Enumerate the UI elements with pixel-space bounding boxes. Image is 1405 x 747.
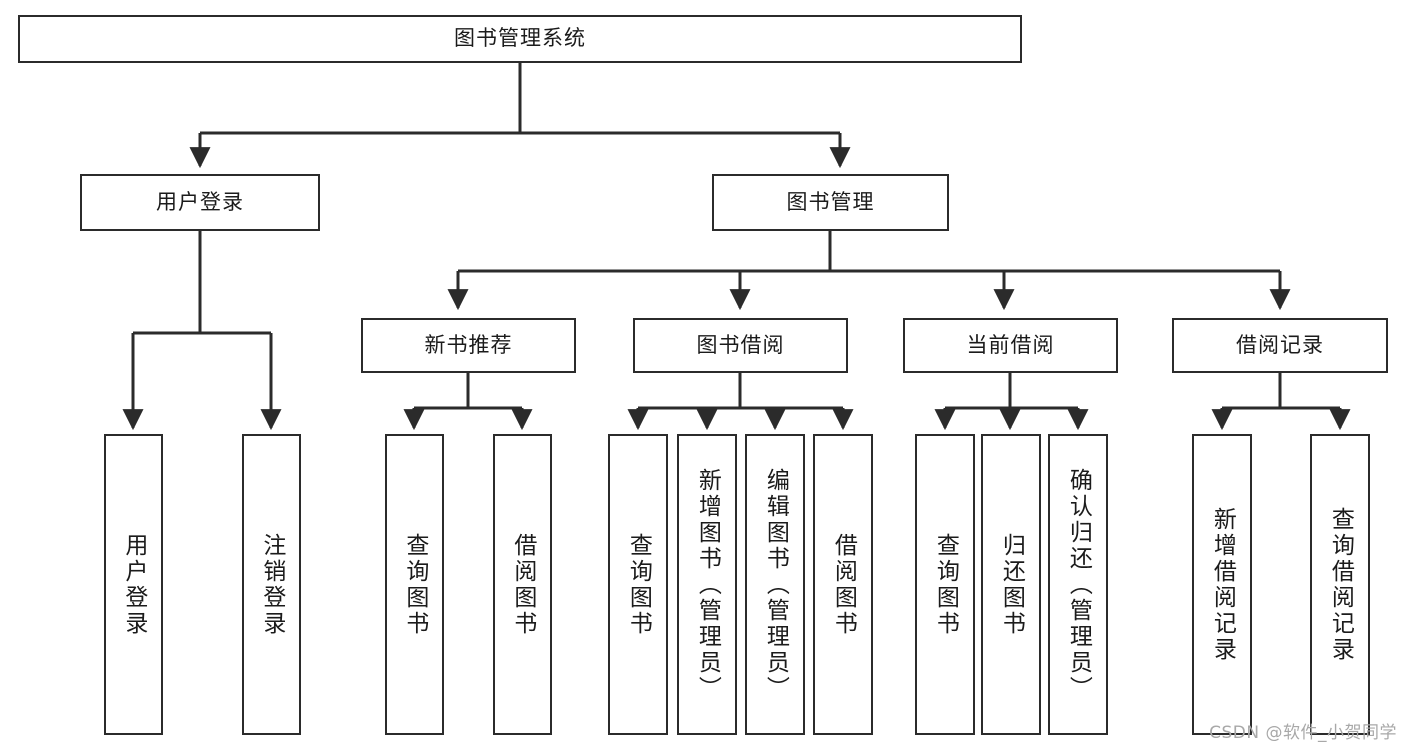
leaf-user-login[interactable]: 用户登录 bbox=[104, 434, 163, 735]
node-label: 新增图书（管理员） bbox=[694, 467, 721, 702]
node-label: 查询借阅记录 bbox=[1327, 506, 1354, 663]
node-label: 新书推荐 bbox=[424, 332, 513, 357]
node-book-management[interactable]: 图书管理 bbox=[712, 174, 949, 231]
leaf-add-borrow-record[interactable]: 新增借阅记录 bbox=[1192, 434, 1252, 735]
leaf-edit-book-admin[interactable]: 编辑图书（管理员） bbox=[745, 434, 805, 735]
node-label: 当前借阅 bbox=[966, 332, 1055, 357]
leaf-borrow-book-new[interactable]: 借阅图书 bbox=[493, 434, 552, 735]
node-label: 查询图书 bbox=[932, 532, 959, 637]
leaf-query-book-new[interactable]: 查询图书 bbox=[385, 434, 444, 735]
node-label: 图书管理系统 bbox=[454, 26, 586, 51]
node-label: 借阅图书 bbox=[830, 532, 857, 637]
node-label: 查询图书 bbox=[625, 532, 652, 637]
leaf-borrow-book[interactable]: 借阅图书 bbox=[813, 434, 873, 735]
leaf-confirm-return-admin[interactable]: 确认归还（管理员） bbox=[1048, 434, 1108, 735]
node-label: 图书借阅 bbox=[696, 332, 785, 357]
node-label: 查询图书 bbox=[401, 532, 428, 637]
node-borrow-record[interactable]: 借阅记录 bbox=[1172, 318, 1388, 373]
leaf-return-book[interactable]: 归还图书 bbox=[981, 434, 1041, 735]
leaf-query-book-borrow[interactable]: 查询图书 bbox=[608, 434, 668, 735]
node-current-borrow[interactable]: 当前借阅 bbox=[903, 318, 1118, 373]
node-label: 新增借阅记录 bbox=[1209, 506, 1236, 663]
node-book-borrow[interactable]: 图书借阅 bbox=[633, 318, 848, 373]
node-label: 借阅图书 bbox=[509, 532, 536, 637]
leaf-query-borrow-record[interactable]: 查询借阅记录 bbox=[1310, 434, 1370, 735]
node-label: 归还图书 bbox=[998, 532, 1025, 637]
leaf-query-book-current[interactable]: 查询图书 bbox=[915, 434, 975, 735]
leaf-add-book-admin[interactable]: 新增图书（管理员） bbox=[677, 434, 737, 735]
node-label: 确认归还（管理员） bbox=[1065, 467, 1092, 702]
node-new-book-recommend[interactable]: 新书推荐 bbox=[361, 318, 576, 373]
node-user-login[interactable]: 用户登录 bbox=[80, 174, 320, 231]
node-label: 注销登录 bbox=[258, 532, 285, 637]
leaf-logout[interactable]: 注销登录 bbox=[242, 434, 301, 735]
node-root-system[interactable]: 图书管理系统 bbox=[18, 15, 1022, 63]
watermark-text: CSDN @软件_小贺同学 bbox=[1209, 723, 1397, 743]
node-label: 图书管理 bbox=[786, 189, 875, 214]
node-label: 用户登录 bbox=[156, 189, 244, 214]
node-label: 用户登录 bbox=[120, 532, 147, 637]
node-label: 编辑图书（管理员） bbox=[762, 467, 789, 702]
node-label: 借阅记录 bbox=[1236, 332, 1324, 357]
